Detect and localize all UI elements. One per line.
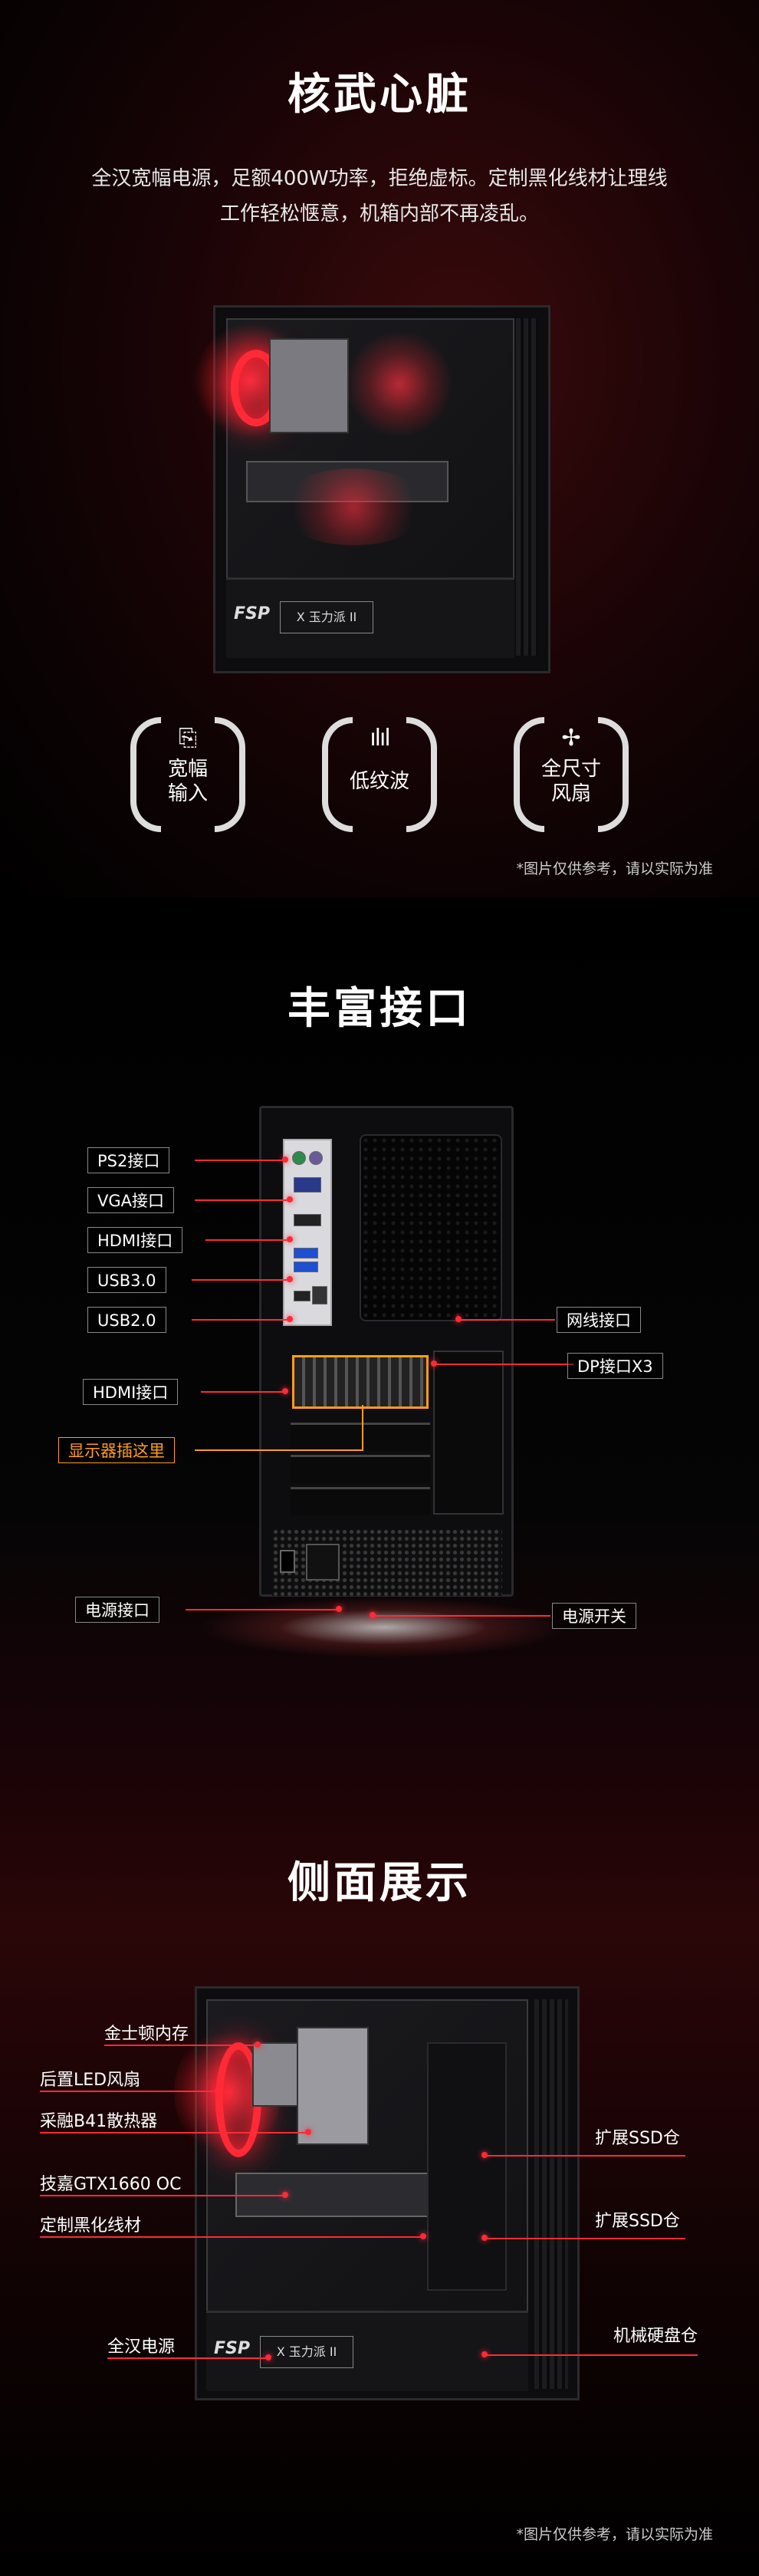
feature-full-fan: ✢ 全尺寸 风扇 bbox=[514, 717, 629, 832]
ports-section: 丰富接口 PS2接口 VGA接口 HDMI接口 US bbox=[0, 897, 759, 1764]
pc-case-image: FSP X 玉力派 II bbox=[192, 305, 550, 673]
plug-icon: ⎘ bbox=[179, 725, 197, 752]
label-ps2-port: PS2接口 bbox=[87, 1147, 170, 1173]
io-shield bbox=[283, 1139, 332, 1326]
label-ssd-bay-2: 扩展SSD仓 bbox=[595, 2212, 680, 2231]
label-displayport: DP接口X3 bbox=[567, 1353, 663, 1379]
rear-fan-grill bbox=[360, 1134, 502, 1321]
feature-low-ripple: ılıl 低纹波 bbox=[322, 717, 437, 832]
disclaimer-note: *图片仅供参考，请以实际为准 bbox=[516, 860, 713, 877]
label-gpu: 技嘉GTX1660 OC bbox=[40, 2175, 182, 2194]
power-supply: FSP X 玉力派 II bbox=[226, 577, 514, 658]
disclaimer-note: *图片仅供参考，请以实际为准 bbox=[516, 2526, 713, 2543]
cpu-cooler bbox=[297, 2027, 369, 2145]
label-hdd-bay: 机械硬盘仓 bbox=[613, 2327, 698, 2346]
label-ssd-bay-1: 扩展SSD仓 bbox=[595, 2129, 680, 2148]
label-cpu-cooler: 采融B41散热器 bbox=[40, 2112, 158, 2131]
label-kingston-ram: 金士顿内存 bbox=[104, 2025, 189, 2044]
label-fsp-psu: 全汉电源 bbox=[107, 2337, 176, 2357]
section-title: 侧面展示 bbox=[288, 1858, 472, 1908]
section-title: 核武心脏 bbox=[288, 70, 472, 120]
label-ethernet: 网线接口 bbox=[557, 1307, 641, 1333]
cpu-cooler bbox=[269, 338, 349, 433]
section-title: 丰富接口 bbox=[288, 984, 472, 1034]
power-inlet bbox=[306, 1544, 340, 1581]
pc-case-rear bbox=[259, 1106, 514, 1597]
power-switch bbox=[280, 1550, 295, 1573]
psu-section: 核武心脏 全汉宽幅电源，足额400W功率，拒绝虚标。定制黑化线材让理线 工作轻松… bbox=[0, 0, 759, 897]
label-custom-cables: 定制黑化线材 bbox=[40, 2216, 142, 2235]
psu-model: X 玉力派 II bbox=[280, 601, 373, 633]
label-rear-led-fan: 后置LED风扇 bbox=[40, 2071, 141, 2090]
wave-icon: ılıl bbox=[370, 725, 390, 752]
pc-case-side: FSP X 玉力派 II bbox=[174, 1986, 580, 2400]
power-supply: FSP X 玉力派 II bbox=[206, 2311, 528, 2391]
side-view-section: 侧面展示 FSP X 玉力派 II 金士顿内存 后置LED风扇 采融B41散热器… bbox=[0, 1764, 759, 2576]
feature-wide-input: ⎘ 宽幅 输入 bbox=[130, 717, 245, 832]
section-desc-line1: 全汉宽幅电源，足额400W功率，拒绝虚标。定制黑化线材让理线 bbox=[91, 167, 668, 190]
label-power-switch: 电源开关 bbox=[552, 1603, 636, 1629]
section-desc-line2: 工作轻松惬意，机箱内部不再凌乱。 bbox=[219, 202, 539, 225]
psu-rear bbox=[272, 1528, 502, 1596]
front-mesh bbox=[516, 318, 539, 656]
label-vga-port: VGA接口 bbox=[87, 1187, 175, 1213]
gpu-output-bracket bbox=[292, 1355, 429, 1409]
label-usb3: USB3.0 bbox=[87, 1267, 166, 1293]
label-usb2: USB2.0 bbox=[87, 1307, 166, 1333]
label-monitor-here: 显示器插这里 bbox=[58, 1437, 175, 1463]
label-power-port: 电源接口 bbox=[75, 1597, 159, 1623]
ssd-bays bbox=[427, 2042, 507, 2291]
label-hdmi-port: HDMI接口 bbox=[87, 1227, 183, 1253]
ram-module bbox=[252, 2042, 301, 2107]
label-gpu-hdmi: HDMI接口 bbox=[83, 1379, 179, 1405]
psu-brand: FSP bbox=[234, 604, 270, 623]
fan-icon: ✢ bbox=[561, 725, 581, 752]
